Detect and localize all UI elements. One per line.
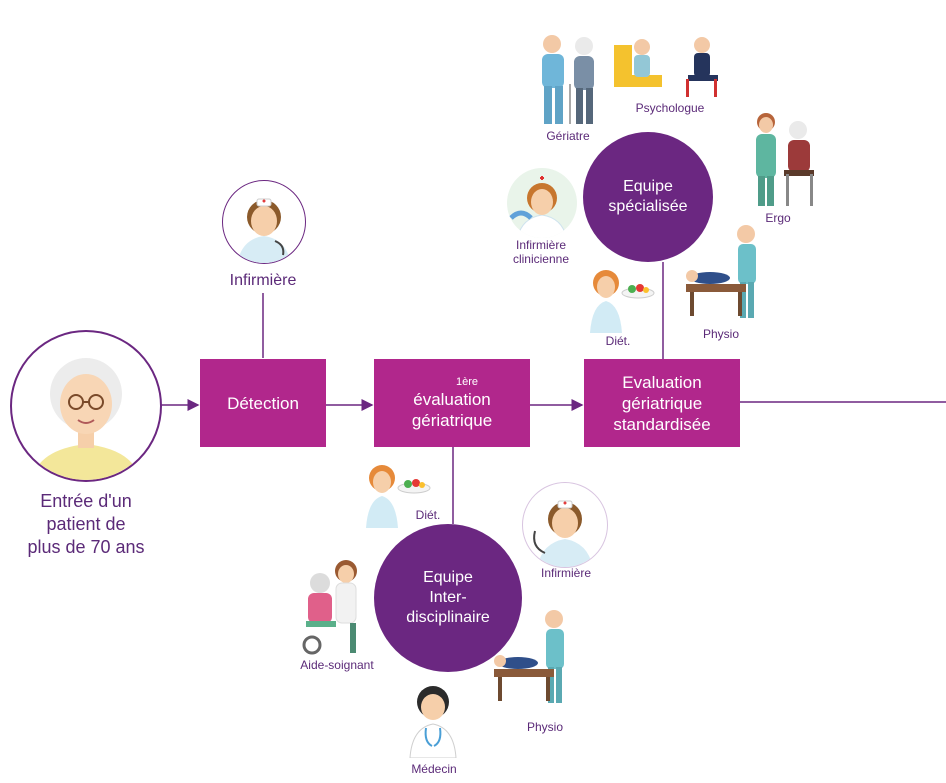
entry-label: Entrée d'un patient de plus de 70 ans [6, 490, 166, 559]
nurse-inter-icon [533, 500, 593, 567]
infirmiere-inter-portrait [522, 482, 608, 568]
elderly-woman-icon [32, 358, 140, 480]
dietitian-icon [590, 270, 655, 333]
team-specialisee-line-2: spécialisée [608, 198, 688, 215]
team-inter-line-2: Inter- [429, 589, 467, 606]
detection-label: Détection [227, 393, 299, 413]
detection-role-label: Infirmière [229, 272, 297, 289]
ergo-icon [756, 113, 814, 206]
first-eval-sup: 1ère [455, 375, 479, 388]
infirmiere-inter-label: Infirmière [540, 566, 591, 580]
ega-line-2: gériatrique [621, 393, 703, 413]
team-interdisciplinaire-circle: Equipe Inter- disciplinaire [374, 524, 522, 672]
medecin-icon [409, 686, 457, 758]
geriatre-icon [542, 35, 594, 124]
ega-line-1: Evaluation [622, 372, 702, 392]
patient-portrait [10, 330, 162, 482]
infirmiere-clin-label: Infirmière clinicienne [494, 238, 588, 266]
entry-line-3: plus de 70 ans [27, 537, 145, 557]
team-specialisee-circle: Equipe spécialisée [583, 132, 713, 262]
dietitian-inter-icon [366, 465, 431, 528]
infirmiere-clin-portrait [507, 168, 577, 238]
physio-specialisee-icon [686, 225, 756, 318]
medecin-label: Médecin [411, 762, 457, 776]
ergo-label: Ergo [765, 211, 791, 225]
aide-soignant-icon [302, 560, 357, 655]
infirmiere-clin-line-1: Infirmière [515, 238, 566, 252]
entry-line-2: patient de [46, 514, 126, 534]
first-eval-line-2: gériatrique [411, 410, 493, 430]
first-evaluation-box: 1ère évaluation gériatrique [374, 359, 530, 447]
geriatre-label: Gériatre [546, 129, 590, 143]
nurse-clinician-icon [509, 176, 568, 238]
psychologue-icon [614, 37, 718, 97]
nurse-icon [237, 198, 291, 263]
entry-line-1: Entrée d'un [40, 491, 132, 511]
first-eval-line-1: évaluation [413, 389, 491, 409]
diet-inter-label: Diét. [415, 508, 441, 522]
team-inter-line-1: Equipe [423, 569, 473, 586]
infirmiere-clin-line-2: clinicienne [512, 252, 570, 266]
physio-specialisee-label: Physio [702, 327, 740, 341]
aide-soignant-label: Aide-soignant [300, 658, 374, 672]
diet-specialisee-label: Diét. [605, 334, 631, 348]
nurse-portrait [222, 180, 306, 264]
detection-box: Détection [200, 359, 326, 447]
ega-line-3: standardisée [613, 414, 711, 434]
psychologue-label: Psychologue [635, 101, 705, 115]
physio-inter-label: Physio [526, 720, 564, 734]
ega-box: Evaluation gériatrique standardisée [584, 359, 740, 447]
physio-inter-icon [494, 610, 564, 703]
team-specialisee-line-1: Equipe [623, 178, 673, 195]
team-inter-line-3: disciplinaire [406, 609, 490, 626]
